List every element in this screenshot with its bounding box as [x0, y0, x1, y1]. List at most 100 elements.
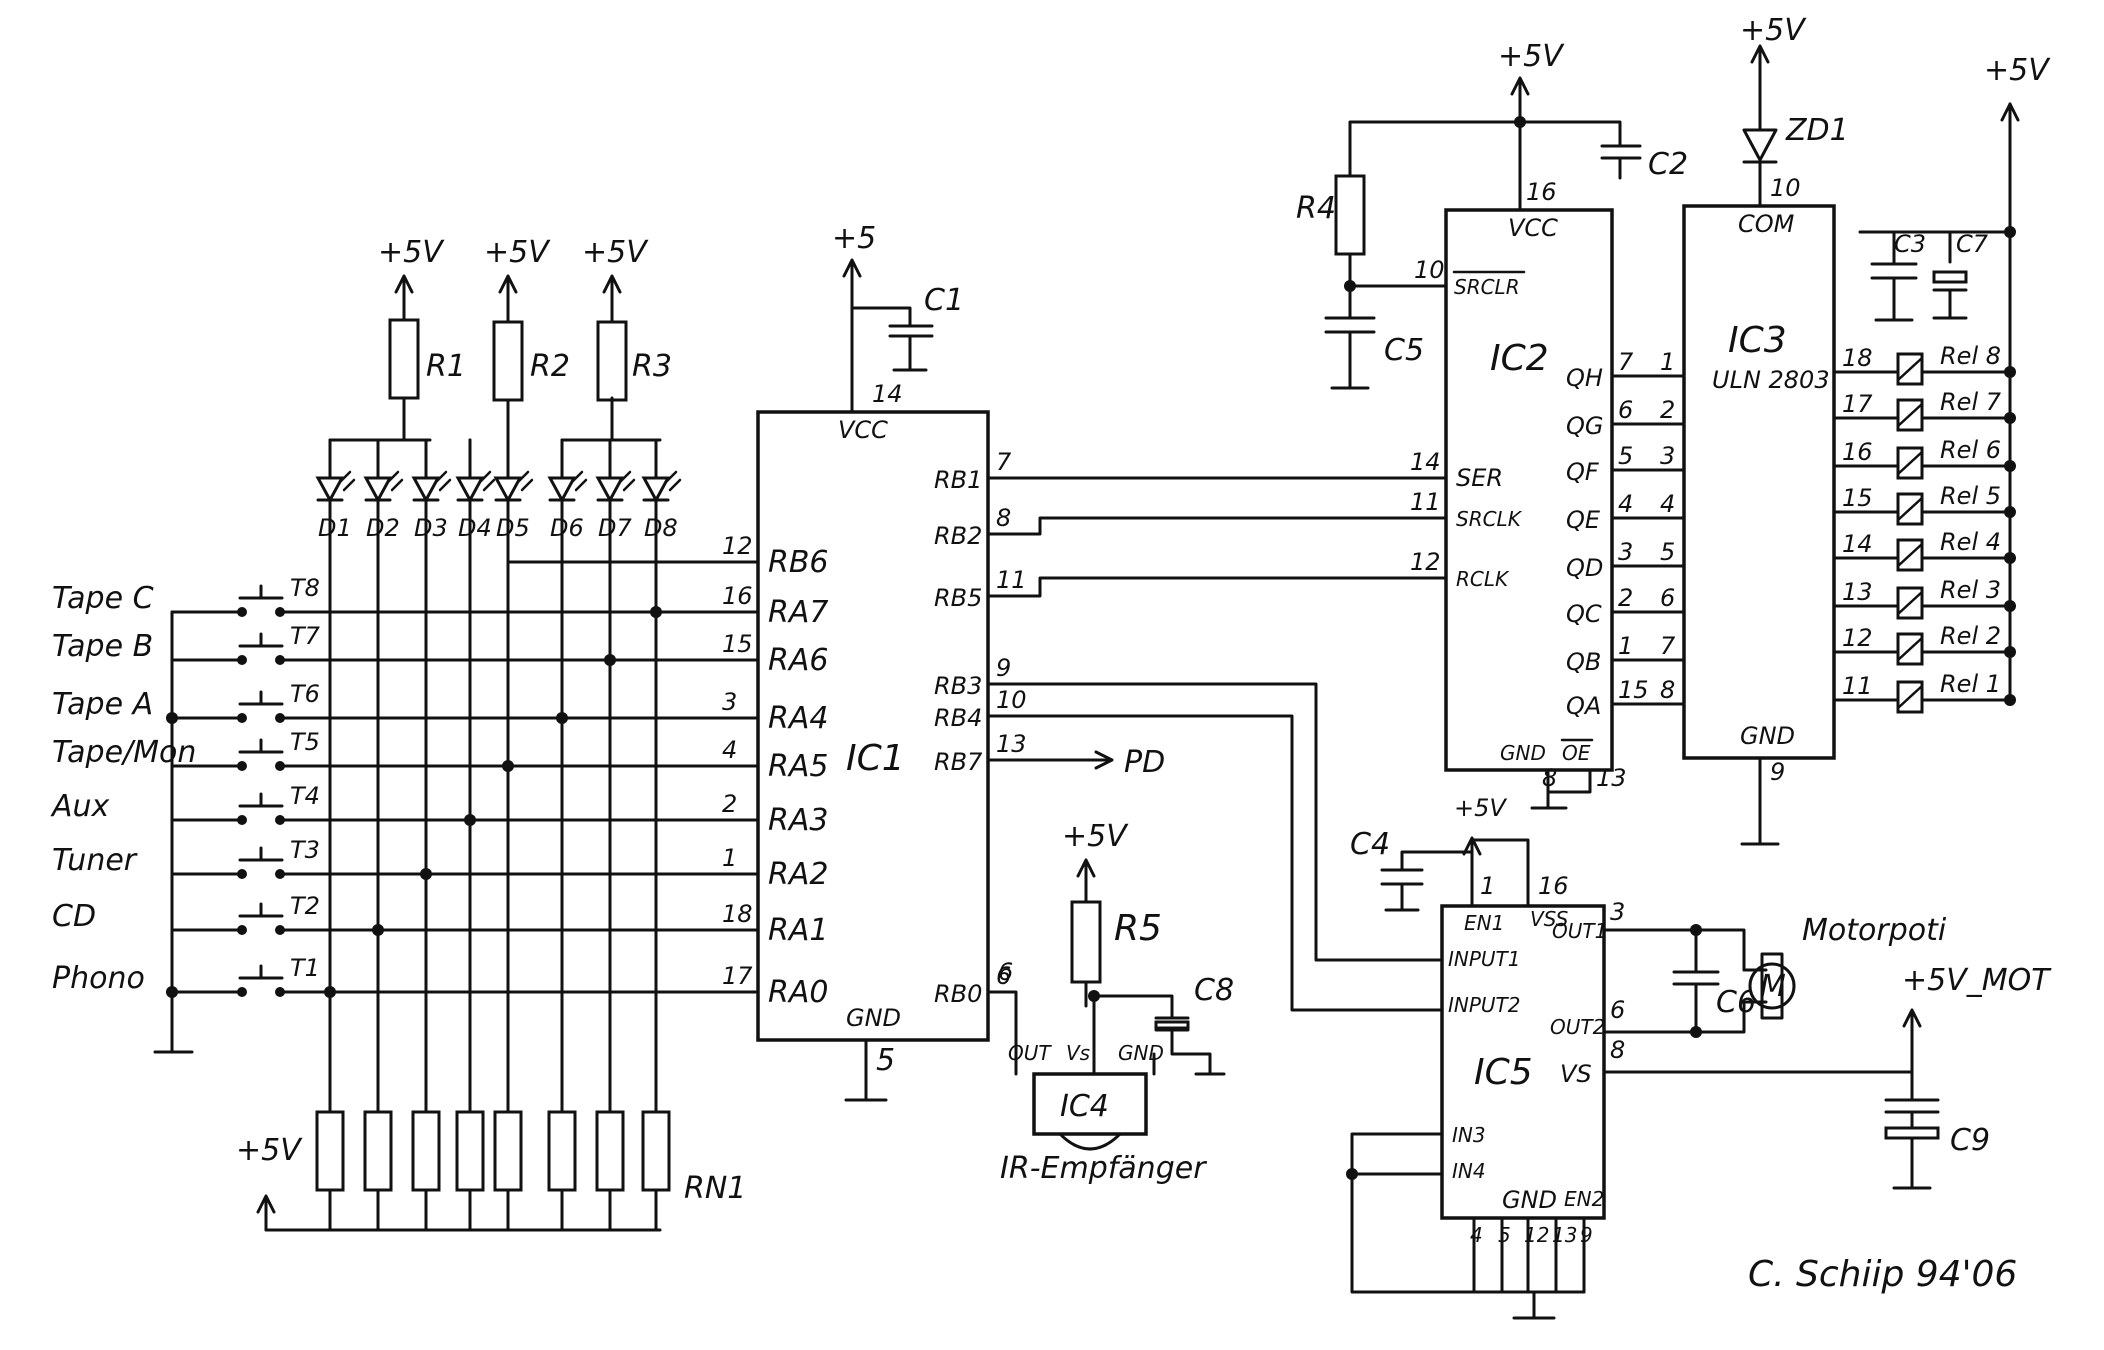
ic3-output-pin: 15 [1842, 484, 1873, 512]
pushbutton-symbol [238, 964, 284, 980]
led-light-rays [338, 470, 356, 492]
r2-supply-label: +5V [484, 235, 551, 270]
relay-supply-label: +5V [1984, 53, 2051, 88]
ic1-pin-name: RA3 [768, 803, 828, 838]
switch-source-label: CD [52, 899, 96, 934]
ic1-pin-name: RA0 [768, 975, 828, 1010]
r3-supply-label: +5V [582, 235, 649, 270]
switch-ref-label: T7 [290, 622, 321, 650]
ic5-in3-label: IN3 [1452, 1123, 1486, 1147]
ic1-pin-number: 6 [996, 962, 1011, 990]
ic3-input-pin: 4 [1660, 490, 1675, 518]
pd-label: PD [1124, 745, 1165, 780]
relay-coil-diagonal [1896, 402, 1924, 428]
ic3-input-pin: 5 [1660, 538, 1675, 566]
rn1-label: RN1 [684, 1171, 746, 1206]
rn1-resistor-5 [493, 1110, 523, 1192]
ic5-vs-pin: 8 [1610, 1036, 1625, 1064]
switch-contact [237, 607, 247, 617]
led-light-rays [664, 470, 682, 492]
ic1-gnd-label: GND [846, 1004, 901, 1032]
relay-coil [1896, 538, 1924, 572]
ic2-gnd-label: GND [1500, 741, 1546, 765]
ic3-com-pin: 10 [1770, 174, 1801, 202]
r1-label: R1 [426, 349, 466, 384]
switch-source-label: Tape/Mon [52, 735, 196, 770]
pushbutton-symbol [238, 902, 284, 918]
ic1-supply-label: +5 [832, 221, 876, 256]
c1-label: C1 [924, 283, 964, 318]
led-symbol [641, 476, 671, 504]
resistor-network-rn1: +5V RN1 [236, 1110, 746, 1232]
led-7: D7 [595, 470, 636, 542]
switch-contact [237, 925, 247, 935]
ic2-output-name: QF [1566, 458, 1600, 486]
r4-label: R4 [1296, 191, 1336, 226]
led-symbol [411, 476, 441, 504]
ic2-vcc-label: VCC [1508, 214, 1558, 242]
led-symbol [493, 476, 523, 504]
ic1-pin-name: RA1 [768, 913, 828, 948]
switch-contact [237, 655, 247, 665]
relay-coil-diagonal [1896, 636, 1924, 662]
ic5-out1-pin: 3 [1610, 898, 1625, 926]
motor-symbol: M [1760, 969, 1786, 1004]
ic4-name: IC4 [1060, 1089, 1109, 1124]
led-label: D3 [414, 514, 448, 542]
ic2-output-name: QC [1566, 600, 1602, 628]
ic2-output-pin: 1 [1618, 632, 1633, 660]
relay-label: Rel 4 [1940, 528, 2001, 556]
ic5-en1-label: EN1 [1464, 911, 1504, 935]
ic5-en1-pin: 1 [1480, 872, 1495, 900]
led-label: D6 [550, 514, 584, 542]
ic2-output-pin: 15 [1618, 676, 1649, 704]
ic3-input-pin: 6 [1660, 584, 1675, 612]
ground-junction [166, 712, 178, 724]
relay-coil-diagonal [1896, 684, 1924, 710]
ic3-output-pin: 12 [1842, 624, 1873, 652]
ic2-output-pin: 3 [1618, 538, 1633, 566]
pushbutton-symbol [238, 738, 284, 754]
relay-label: Rel 2 [1940, 622, 2001, 650]
r2-label: R2 [530, 349, 570, 384]
ic5-supply-label: +5V [1454, 794, 1507, 822]
ic1-pin-name: RB3 [934, 672, 982, 700]
c7-label: C7 [1956, 230, 1989, 258]
led-symbol [315, 476, 345, 504]
led-symbol [547, 476, 577, 504]
ic3-gnd-pin: 9 [1770, 758, 1785, 786]
ic1-pin-number: 9 [996, 654, 1011, 682]
ic2-pin-name: SER [1456, 464, 1503, 492]
ground-junction [166, 986, 178, 998]
ic2-output-name: QB [1566, 648, 1601, 676]
ic3-output-pin: 13 [1842, 578, 1873, 606]
ic5-vs-label: VS [1560, 1060, 1592, 1088]
ic2-output-name: QG [1566, 412, 1604, 440]
ic5-motor-driver: IC5 EN1 VSS INPUT1 INPUT2 IN3 IN4 OUT1 O… [1346, 794, 2052, 1320]
ic5-gnd-label: GND [1502, 1186, 1557, 1214]
ic5-out1-label: OUT1 [1552, 919, 1607, 943]
relay-coil-diagonal [1896, 496, 1924, 522]
rn1-resistor-3 [411, 1110, 441, 1192]
ic2-output-name: QA [1566, 692, 1601, 720]
ic1-pin-name: RB1 [934, 466, 982, 494]
rn1-resistor-4 [455, 1110, 485, 1192]
led-light-rays [516, 470, 534, 492]
switch-ref-label: T3 [290, 836, 320, 864]
ic5-bottom-pin: 13 [1552, 1223, 1577, 1247]
ic2-pin-name: RCLK [1456, 567, 1510, 591]
switch-source-label: Aux [50, 789, 110, 824]
led-light-rays [478, 470, 496, 492]
ic1-pin-name: RA6 [768, 643, 828, 678]
led-1: D1 [315, 470, 356, 542]
